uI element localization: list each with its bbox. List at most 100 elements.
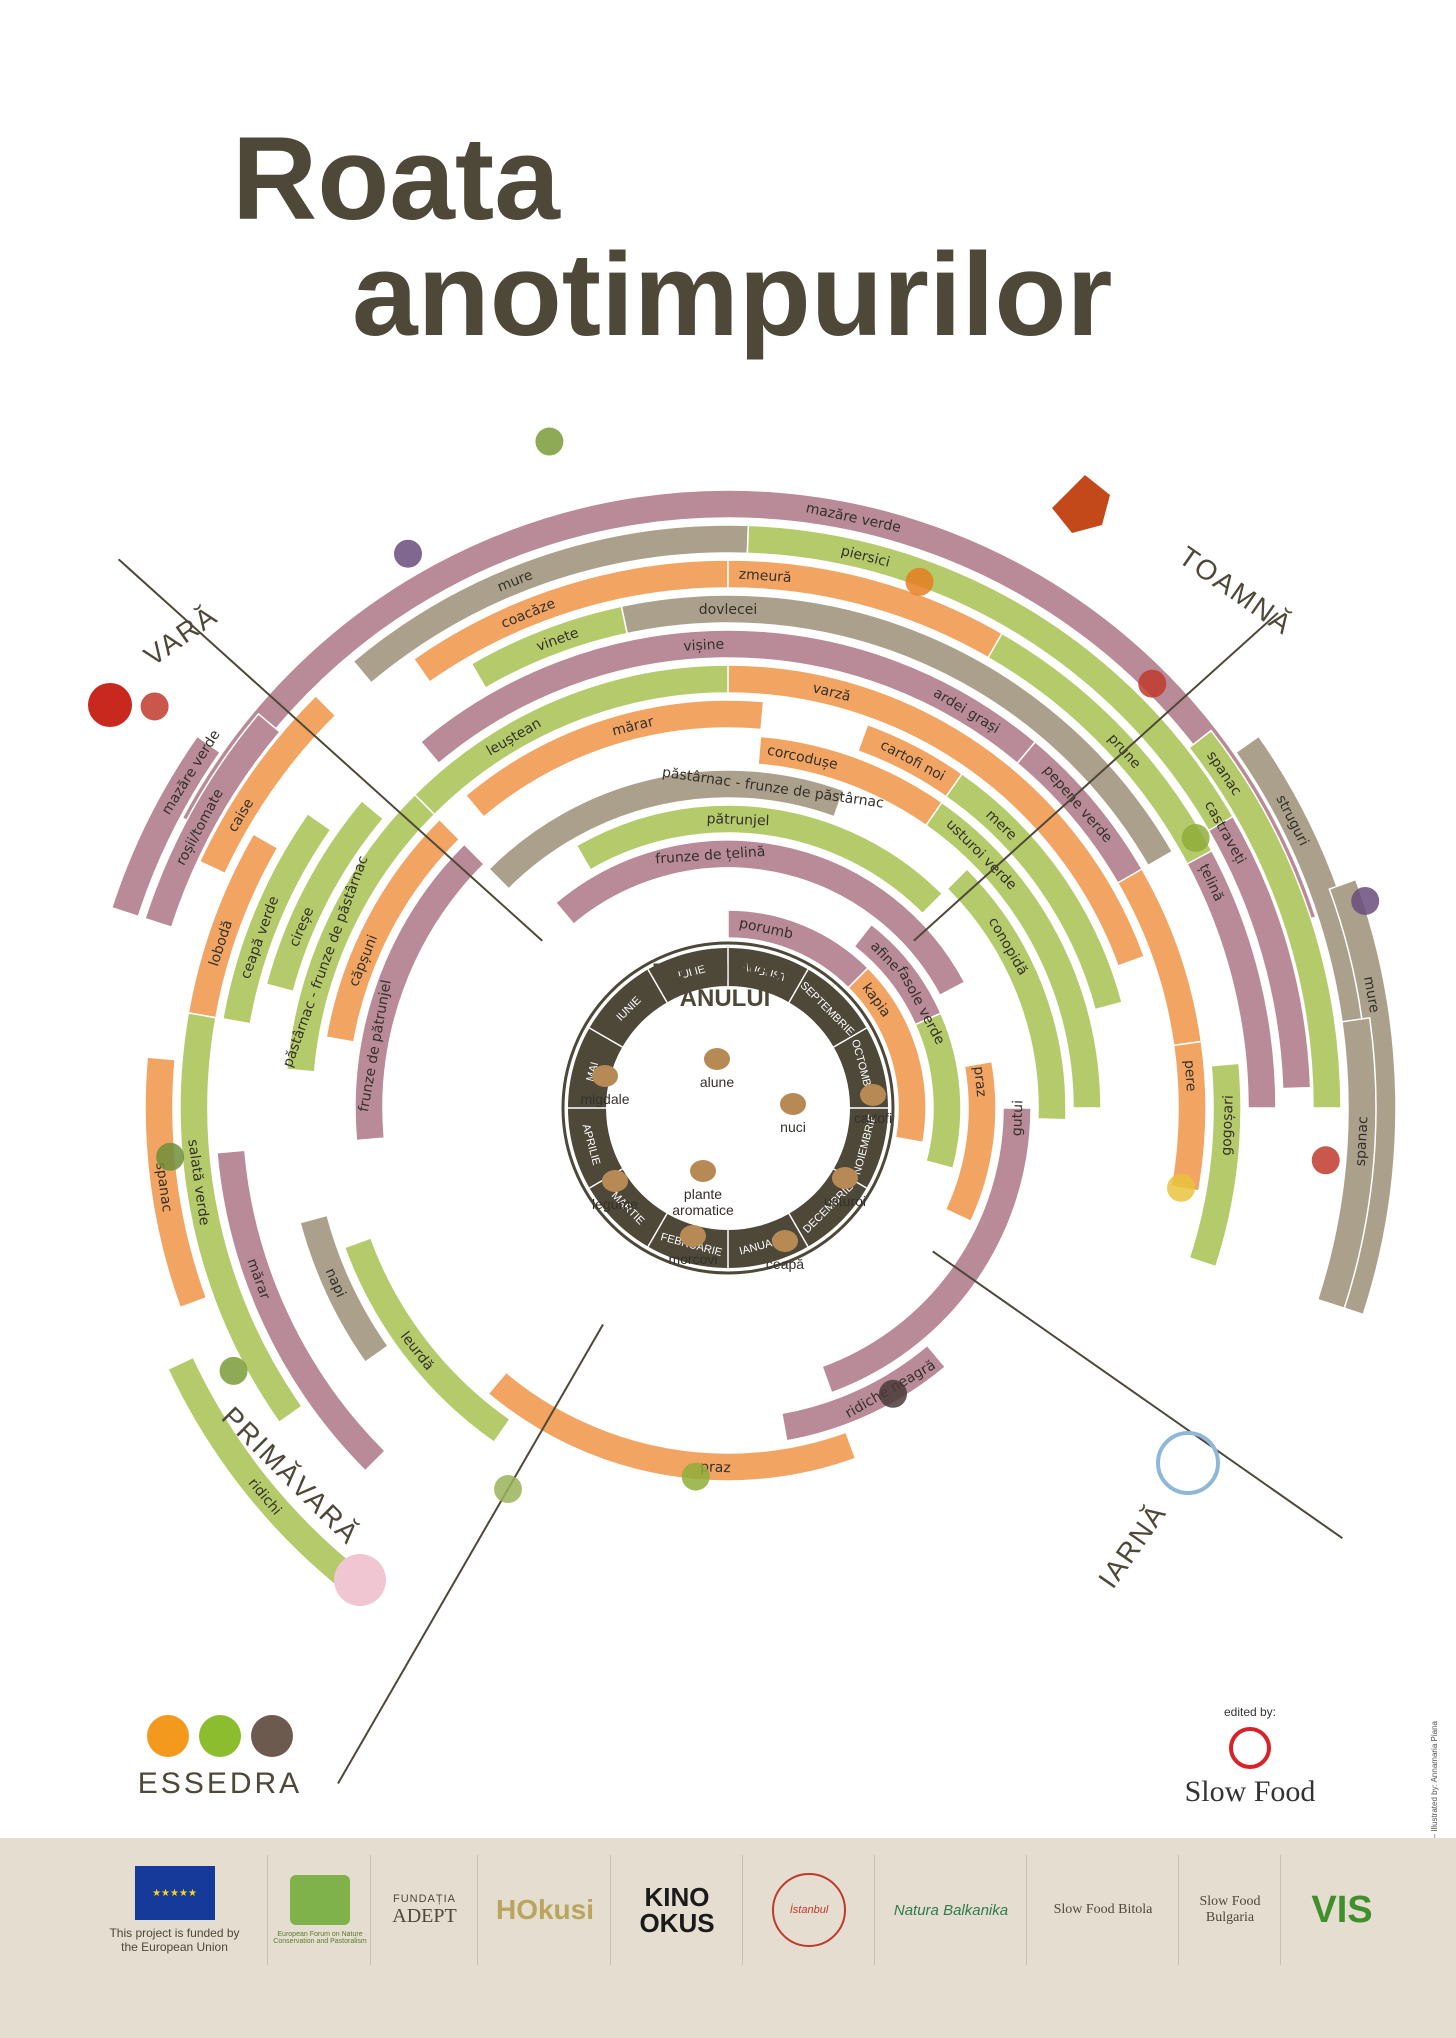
center-disc [608, 988, 848, 1228]
produce-illustration-5 [1181, 824, 1210, 852]
all-year-label: cartofi [853, 1110, 893, 1126]
produce-illustration-8 [1167, 1173, 1196, 1202]
natura-balkanika-logo: Natura Balkanika [876, 1855, 1027, 1965]
month-separator [647, 969, 668, 1003]
band-shape [821, 1107, 1032, 1394]
band-label: gutui [1009, 1100, 1026, 1137]
band-shape [413, 664, 729, 816]
band-shape [179, 1011, 304, 1424]
all-year-item: cartofi [828, 1084, 918, 1126]
all-year-label: ceapă [765, 1256, 805, 1272]
efncp-icon [290, 1875, 350, 1925]
produce-icon [592, 1065, 618, 1087]
band-shape [620, 594, 1174, 867]
hokusi-wordmark: HOkusi [495, 1894, 595, 1925]
essedra-brown-icon [251, 1715, 293, 1757]
kino-okus-logo: KINO OKUS [612, 1855, 743, 1965]
produce-illustrations [88, 427, 1380, 1606]
efncp-logo: European Forum on Nature Conservation an… [270, 1855, 371, 1965]
band-41: cireșe [265, 799, 385, 993]
band-shape [847, 966, 927, 1144]
band-shape [299, 1214, 390, 1364]
eu-flag-icon: ★★★★★ [134, 1866, 215, 1920]
band-20: corcodușe [757, 735, 1015, 888]
all-year-item: alune [672, 1048, 762, 1090]
produce-icon [602, 1170, 628, 1192]
slow-food-bulgaria-logo: Slow Food Bulgaria [1180, 1855, 1281, 1965]
produce-icon [832, 1167, 858, 1189]
band-shape [914, 1012, 962, 1170]
band-shape [944, 1060, 997, 1223]
all-year-item: migdale [560, 1065, 650, 1107]
adept-caption: ADEPT [392, 1904, 457, 1927]
produce-icon [680, 1225, 706, 1247]
poppy-icon [88, 683, 132, 727]
vis-wordmark: VIS [1311, 1888, 1373, 1931]
band-shape [487, 1371, 857, 1482]
snowflake-icon [1156, 1431, 1220, 1495]
band-30: praz [944, 1060, 997, 1223]
band-shape [221, 812, 332, 1025]
band-39: lobodă [187, 832, 279, 1019]
essedra-green-icon [199, 1715, 241, 1757]
season-divider-0 [117, 558, 543, 942]
essedra-logo: ESSEDRA [120, 1715, 320, 1801]
adept-logo: FUNDAȚIA ADEPT [372, 1855, 478, 1965]
band-7: vinete [470, 605, 629, 690]
all-year-label: usturoi [823, 1193, 867, 1209]
month-separator [589, 1027, 623, 1048]
month-separator [788, 1213, 809, 1247]
istanbul-logo: İstanbul [744, 1855, 875, 1965]
produce-illustration-11 [494, 1475, 522, 1504]
center-title-line2: ANULUI [679, 985, 771, 1012]
band-label: frunze de țelină [655, 844, 766, 868]
all-year-label: legume [592, 1196, 638, 1212]
band-shape [1187, 729, 1342, 1109]
maple-leaf-icon [1052, 475, 1110, 533]
band-1: mure [352, 524, 750, 684]
band-31: gutui [821, 1100, 1032, 1394]
all-year-item: morcovi [648, 1225, 738, 1267]
produce-icon [780, 1093, 806, 1115]
season-divider-3 [337, 1324, 604, 1784]
band-shape [575, 804, 944, 915]
produce-illustration-7 [1311, 1146, 1340, 1175]
band-shape [354, 843, 486, 1142]
bitola-wordmark: Slow Food Bitola [1053, 1902, 1153, 1917]
essedra-wordmark: ESSEDRA [137, 1767, 303, 1800]
band-shape [285, 793, 436, 1073]
band-25: frunze de țelină [554, 839, 966, 997]
band-shape [946, 867, 1067, 1121]
vis-logo: VIS [1282, 1855, 1402, 1965]
band-label: vișine [683, 637, 725, 655]
kino-okus-wordmark: KINO OKUS [639, 1882, 715, 1938]
hokusi-logo: HOkusi [480, 1855, 611, 1965]
band-6: dovlecei [620, 594, 1174, 867]
band-label: dovlecei [699, 602, 757, 618]
band-shape [470, 605, 629, 690]
all-year-label: nuci [780, 1119, 806, 1135]
produce-illustration-12 [879, 1379, 907, 1408]
efncp-caption: European Forum on Nature Conservation an… [273, 1931, 367, 1945]
band-35: spanac [1316, 1016, 1377, 1310]
all-year-label: migdale [580, 1091, 630, 1107]
band-label: mure [1360, 975, 1382, 1014]
all-year-label: plante aromatice [672, 1186, 734, 1218]
band-shape [144, 712, 281, 929]
istanbul-seal: İstanbul [772, 1873, 846, 1947]
band-label: spanac [152, 1161, 175, 1213]
all-year-item: nuci [748, 1093, 838, 1135]
band-shape [1316, 1016, 1377, 1310]
band-label: pătrunjel [706, 811, 769, 829]
produce-icon [772, 1230, 798, 1252]
band-shape [166, 1356, 366, 1597]
band-shape [487, 769, 845, 890]
band-shape [343, 1237, 512, 1444]
center-title-line1: TOT TIMPUL [653, 959, 797, 986]
band-45: spanac [144, 1056, 208, 1309]
band-shape [216, 1149, 387, 1472]
produce-illustration-1 [394, 539, 422, 568]
center-title: TOT TIMPUL ANULUI [615, 960, 835, 1012]
band-shape [727, 664, 1146, 968]
